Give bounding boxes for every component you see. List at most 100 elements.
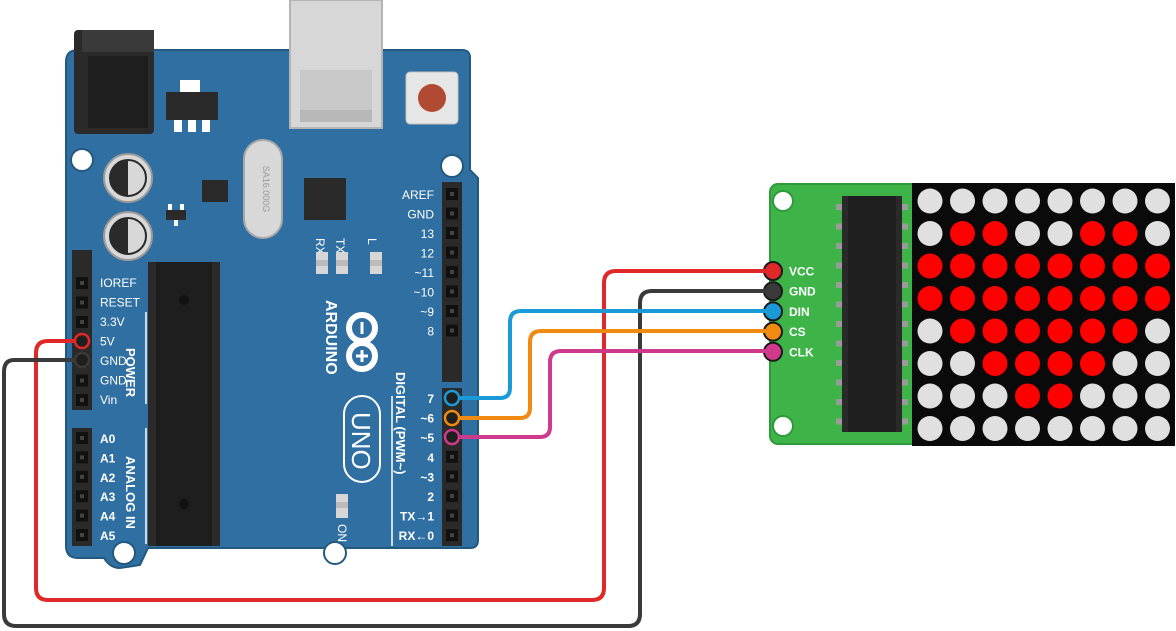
digital-pin-label: GND: [407, 208, 434, 222]
header-socket-hole: [450, 250, 454, 255]
on-led-label: ON: [335, 524, 349, 542]
pin-ring-d5: [443, 428, 461, 446]
wires: [2, 269, 773, 628]
led-on: [950, 253, 975, 279]
analog-pin-label: A5: [100, 529, 116, 543]
chip-leg: [902, 223, 908, 230]
chip-leg: [836, 223, 842, 230]
matrix-body: [912, 183, 1175, 446]
digital-pin-label: ~5: [420, 431, 434, 445]
led-on: [1080, 221, 1105, 246]
header-socket-hole: [80, 300, 84, 305]
header-socket-hole: [80, 513, 84, 518]
led-on: [982, 253, 1008, 279]
led-on: [1145, 286, 1170, 311]
header-socket-hole: [450, 289, 454, 294]
led-on: [982, 318, 1008, 344]
led-off: [950, 351, 975, 376]
digital-pin-label: 12: [421, 247, 435, 261]
header-socket-hole: [80, 378, 84, 383]
chip-leg: [902, 301, 908, 308]
uno-badge: UNO: [343, 395, 381, 483]
chip-leg: [902, 399, 908, 405]
wire-gnd-gnd: [2, 289, 773, 628]
rx-led-label: RX: [313, 238, 327, 255]
led-off: [982, 416, 1008, 441]
analog-pin-label: A3: [100, 490, 116, 504]
power-pin-label: IOREF: [100, 276, 137, 290]
chip-leg: [836, 418, 842, 425]
header-socket-hole: [450, 328, 454, 333]
mount-hole: [70, 148, 94, 172]
header-socket-hole: [450, 474, 454, 479]
led-on: [950, 286, 975, 311]
led-off: [1145, 221, 1170, 246]
header-socket-hole: [450, 494, 454, 498]
led-on: [1015, 383, 1040, 409]
power-led: ON: [335, 494, 349, 542]
digital-pin-label: 7: [427, 392, 434, 406]
header-socket-hole: [450, 270, 454, 274]
module-mount-hole: [772, 190, 794, 212]
status-leds: RX TX L: [313, 238, 382, 274]
chip-leg: [902, 340, 908, 347]
header-socket-hole: [80, 533, 84, 537]
led-off: [1112, 383, 1138, 409]
power-pin-label: 3.3V: [100, 315, 125, 329]
led-off: [1145, 318, 1170, 344]
led-matrix-8x8: [917, 188, 1170, 441]
power-pin-label: RESET: [100, 296, 141, 310]
led-on: [1080, 318, 1105, 344]
pin-ring-gnd: [73, 351, 91, 369]
led-on: [1112, 253, 1138, 279]
led-off: [1015, 416, 1040, 441]
header-socket-hole: [80, 281, 84, 285]
chip-leg: [902, 360, 908, 366]
model-label: UNO: [346, 412, 376, 470]
led-off: [917, 221, 943, 246]
led-on: [917, 286, 943, 311]
mount-hole: [323, 541, 347, 565]
led-on: [1015, 318, 1040, 344]
digital-pin-label: TX→1: [400, 510, 434, 524]
chip-leg: [836, 340, 842, 347]
chip-leg: [902, 243, 908, 249]
power-pin-label: GND: [100, 354, 127, 368]
digital-pin-label: ~3: [420, 470, 434, 484]
wire-d5-clk: [452, 349, 773, 439]
led-off: [1080, 416, 1105, 441]
header-socket-hole: [80, 494, 84, 499]
digital-pin-label: ~10: [414, 286, 435, 300]
module-pin-label: VCC: [789, 265, 815, 279]
module-pin-label: GND: [789, 285, 816, 299]
led-off: [917, 383, 943, 409]
power-pin-label: 5V: [100, 335, 115, 349]
led-on: [1047, 253, 1073, 279]
digital-pin-label: 2: [427, 490, 434, 504]
analog-pin-label: A0: [100, 432, 116, 446]
led-on: [982, 351, 1008, 376]
header-socket-hole: [80, 474, 84, 479]
chip-leg: [836, 262, 842, 269]
chip-leg: [836, 243, 842, 249]
header-socket-hole: [450, 231, 454, 235]
led-on: [982, 221, 1008, 246]
led-off: [1047, 221, 1073, 246]
led-on: [982, 286, 1008, 311]
brand-label: ARDUINO: [322, 300, 339, 375]
pin-ring-d6: [443, 409, 461, 427]
led-on: [917, 253, 943, 279]
digital-pin-label: ~11: [415, 266, 435, 280]
led-on: [950, 221, 975, 246]
header-socket-hole: [450, 454, 454, 459]
led-on: [1112, 221, 1138, 246]
dc-power-jack: [74, 30, 154, 134]
digital-pin-label: AREF: [402, 188, 434, 202]
reset-button[interactable]: [405, 71, 459, 125]
led-off: [950, 383, 975, 409]
header-socket-hole: [450, 211, 454, 216]
led-on: [1112, 318, 1138, 344]
capacitor: [103, 153, 153, 203]
led-on: [1112, 286, 1138, 311]
tx-led-label: TX: [333, 238, 347, 253]
